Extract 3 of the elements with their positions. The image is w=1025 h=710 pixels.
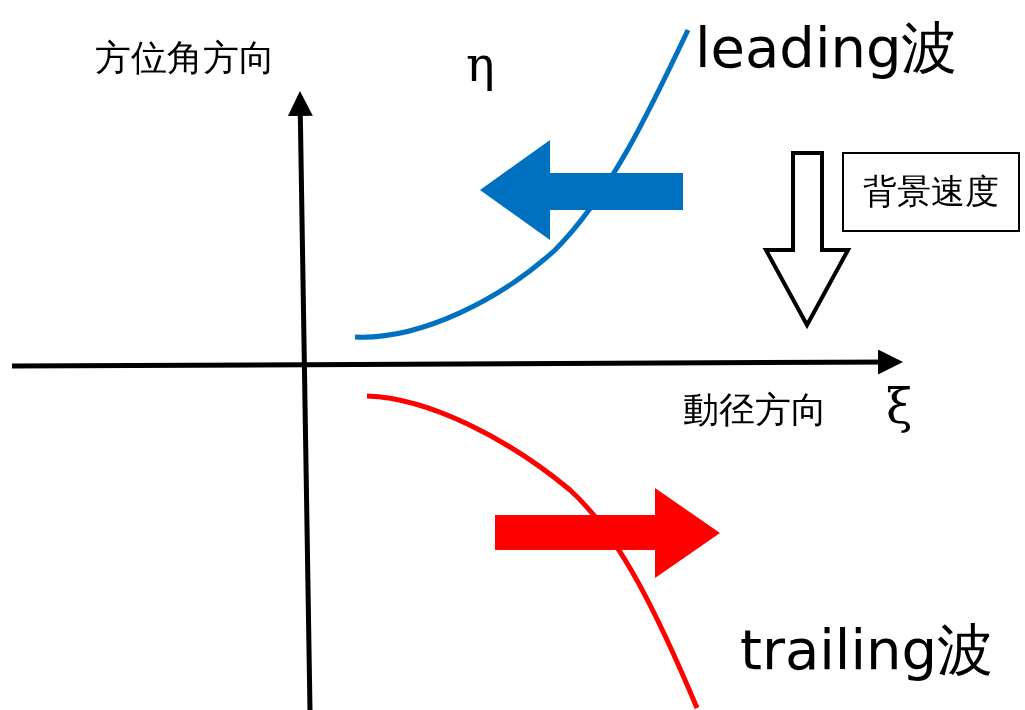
axis-label: 動径方向 (683, 392, 827, 428)
axis-label: 方位角方向 (95, 40, 275, 76)
label-box: 背景速度 (842, 152, 1020, 232)
